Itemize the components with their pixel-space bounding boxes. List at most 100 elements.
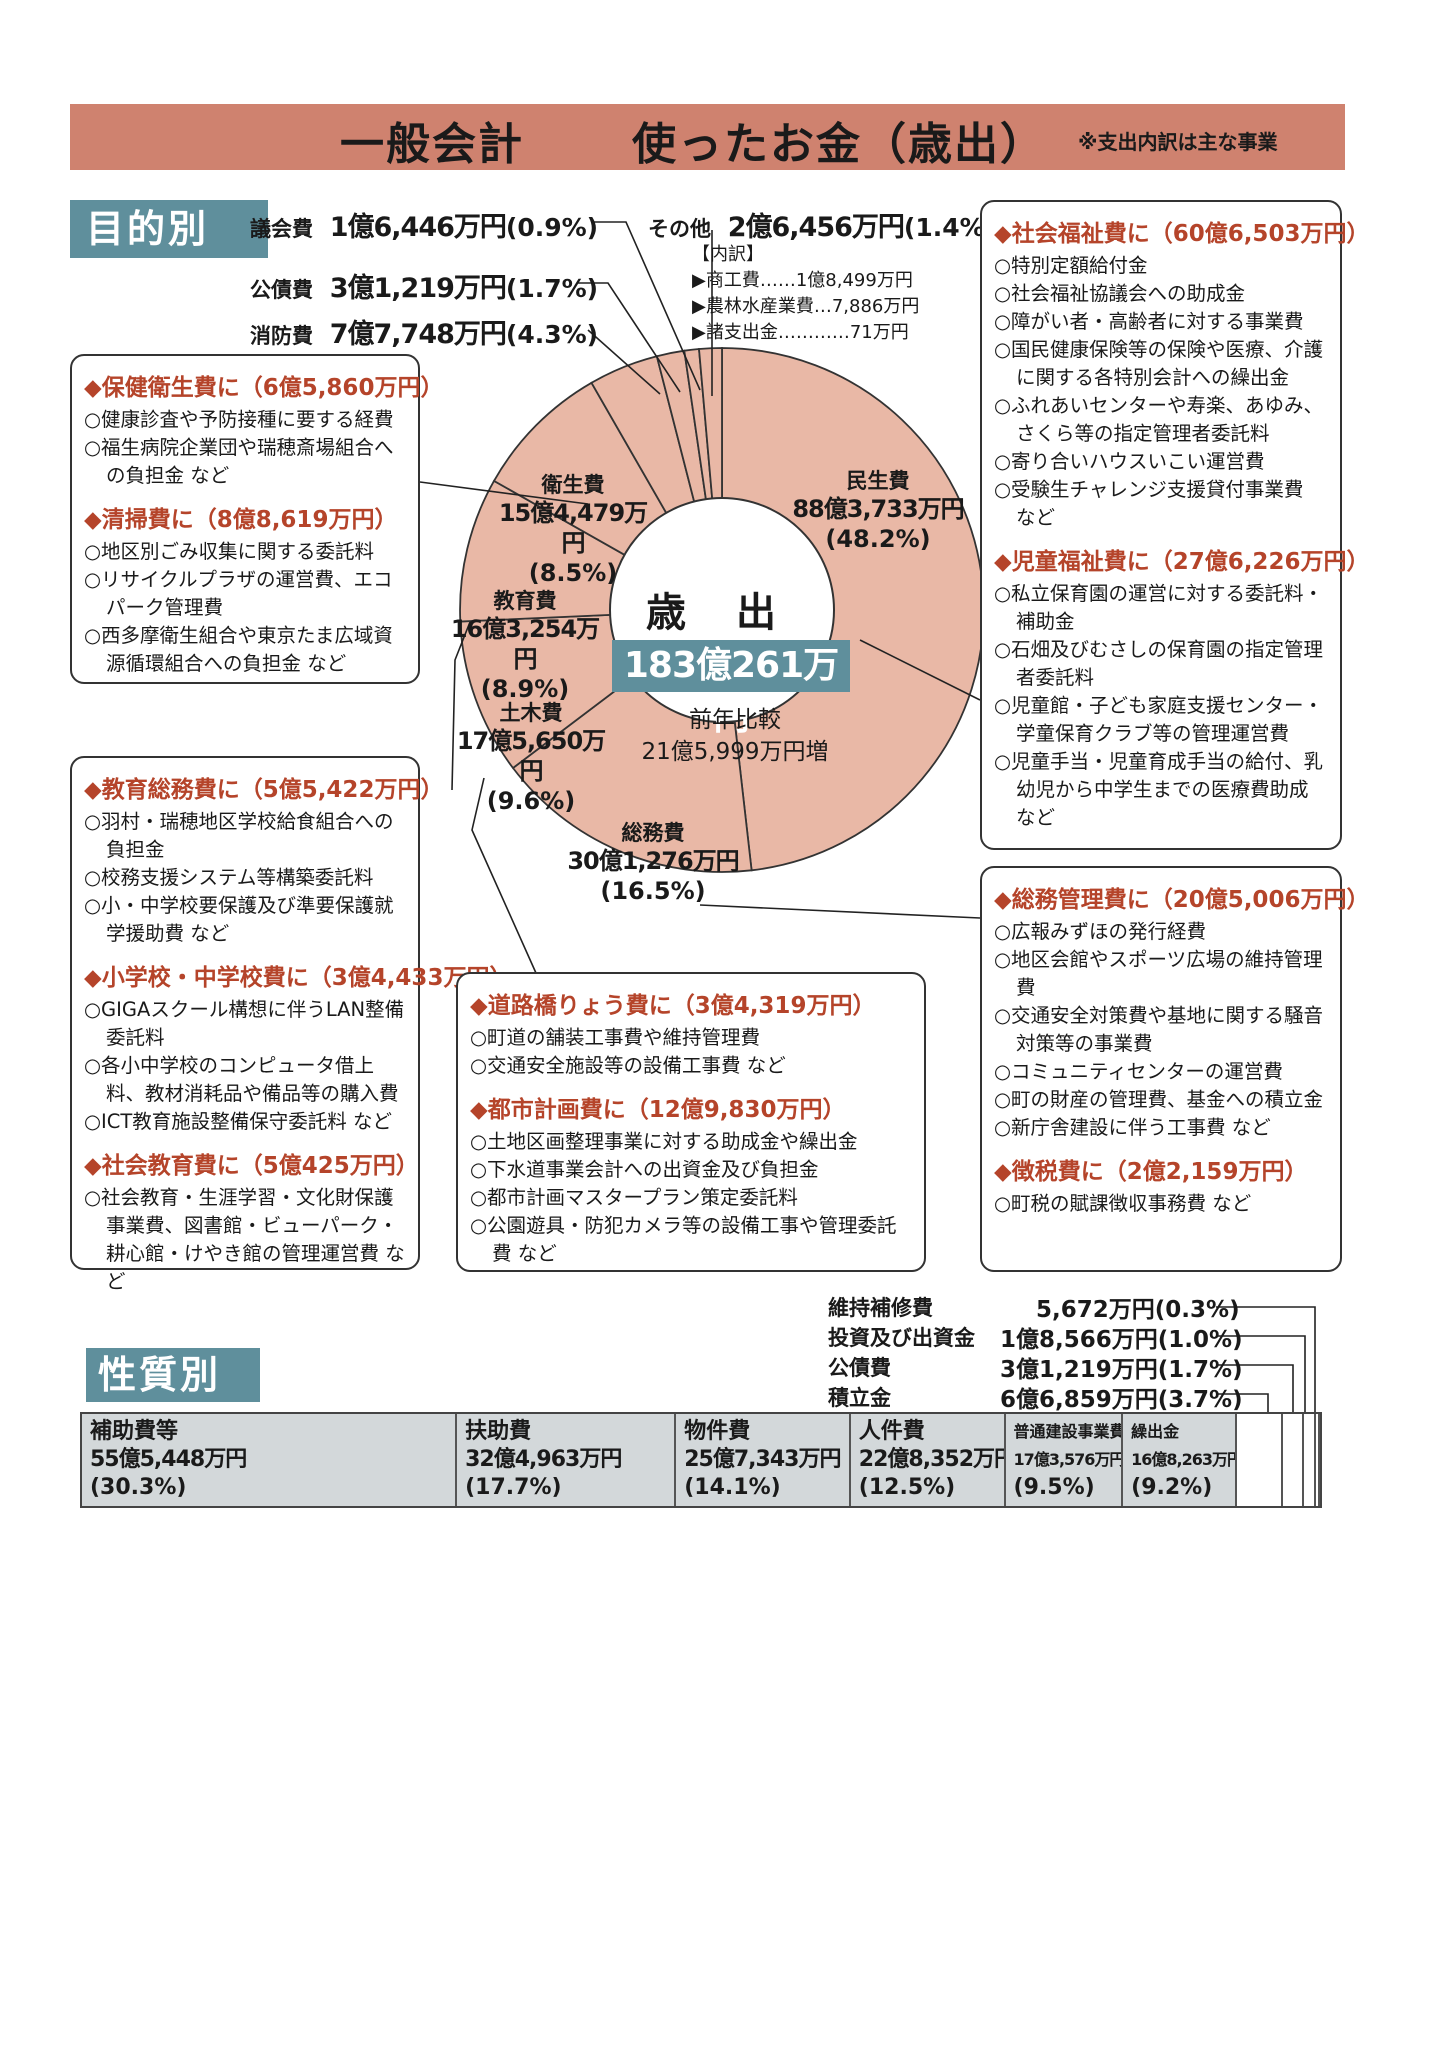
segment-name: 繰出金 [1131, 1422, 1180, 1441]
box-item: ○交通安全対策費や基地に関する騒音対策等の事業費 [994, 1004, 1324, 1055]
doboku-value: 17億5,650万円 [456, 727, 606, 786]
box-item: ○リサイクルプラザの運営費、エコパーク管理費 [84, 568, 393, 619]
gikai-name: 議会費 [250, 217, 313, 241]
leader-kosai [578, 282, 681, 393]
sonota-breakdown: 【内訳】 ▶商工費……1億8,499万円 ▶農林水産業費…7,886万円 ▶諸支… [692, 242, 919, 346]
box-item: ○都市計画マスタープラン策定委託料 [470, 1186, 798, 1209]
box-item: ○コミュニティセンターの運営費 [994, 1060, 1283, 1083]
doboku-pct: (9.6%) [486, 787, 576, 816]
page-title-general-account: 一般会計 [340, 119, 524, 170]
box-item: ○寄り合いハウスいこい運営費 [994, 450, 1265, 473]
banner-note: ※支出内訳は主な事業 [1078, 130, 1278, 154]
center-compare-label: 前年比較 [689, 707, 781, 733]
pie-label-doboku: 土木費 17億5,650万円 (9.6%) [446, 700, 616, 816]
gikai-pct: (0.9%) [505, 213, 599, 242]
segment-amount: 25億7,343万円 [684, 1447, 841, 1472]
box-item: ○町の財産の管理費、基金への積立金 [994, 1088, 1324, 1111]
page-title-expenditure: 使ったお金（歳出） [632, 119, 1046, 170]
leader-minsei [859, 639, 981, 701]
leader-soumu [699, 904, 981, 919]
box-item: ○校務支援システム等構築委託料 [84, 866, 374, 889]
segment-pct: (12.5%) [858, 1475, 956, 1500]
box-heading: ◆道路橋りょう費に（3億4,319万円） [470, 993, 876, 1019]
box-item: ○地区別ごみ収集に関する委託料 [84, 540, 375, 563]
leader-shobo [587, 329, 661, 395]
leader-doboku [471, 777, 541, 983]
sonota-name: その他 [648, 217, 711, 241]
leader-eisei [419, 481, 589, 505]
iji-pct: (0.3%) [1154, 1297, 1240, 1323]
segment-amount: 22億8,352万円 [858, 1447, 1006, 1472]
segment-name: 補助費等 [90, 1419, 179, 1444]
nature-small-iji-value: 5,672万円(0.3%) [1036, 1290, 1240, 1324]
kosai-value: 3億1,219万円 [329, 273, 507, 304]
tsumitate-name: 積立金 [828, 1386, 891, 1410]
kosai-item: 公債費 3億1,219万円(1.7%) [250, 266, 598, 305]
box-heading: ◆清掃費に（8億8,619万円） [84, 507, 398, 533]
nature-segment-small-9 [1316, 1414, 1320, 1506]
box-heading: ◆小学校・中学校費に（3億4,433万円） [84, 965, 513, 991]
center-compare-value: 21億5,999万円増 [641, 739, 829, 765]
box-item: ○町税の賦課徴収事務費 など [994, 1192, 1252, 1215]
segment-amount: 17億3,576万円 [1013, 1450, 1124, 1469]
box-heading: ◆総務管理費に（20億5,006万円） [994, 887, 1370, 913]
segment-pct: (9.2%) [1131, 1475, 1213, 1500]
box-item: ○新庁舎建設に伴う工事費 など [994, 1116, 1271, 1139]
box-heading: ◆児童福祉費に（27億6,226万円） [994, 549, 1370, 575]
segment-pct: (17.7%) [465, 1475, 562, 1500]
box-item: ○地区会館やスポーツ広場の維持管理費 [994, 948, 1323, 999]
box-item: ○下水道事業会計への出資金及び負担金 [470, 1158, 819, 1181]
shobo-item: 消防費 7億7,748万円(4.3%) [250, 312, 598, 351]
gikai-item: 議会費 1億6,446万円(0.9%) [250, 205, 598, 244]
leader-iji [1216, 1306, 1316, 1412]
sonota-breakdown-item: ▶諸支出金…………71万円 [692, 322, 909, 343]
shobo-pct: (4.3%) [505, 320, 599, 349]
leader-kosai2 [1216, 1364, 1294, 1412]
center-title: 歳 出 [646, 590, 794, 636]
box-item: ○国民健康保険等の保険や医療、介護に関する各特別会計への繰出金 [994, 338, 1324, 389]
leader-toshi [1216, 1335, 1306, 1412]
segment-amount: 16億8,263万円 [1131, 1450, 1238, 1469]
leader-tsumitate [1216, 1393, 1269, 1412]
box-heading: ◆都市計画費に（12億9,830万円） [470, 1097, 846, 1123]
toshi-value: 1億8,566万円 [1000, 1327, 1158, 1353]
kyoiku-detail-box: ◆教育総務費に（5億5,422万円）○羽村・瑞穂地区学校給食組合への負担金○校務… [70, 756, 513, 1293]
box-item: ○特別定額給付金 [994, 254, 1148, 277]
pie-label-eisei: 衛生費 15億4,479万円 (8.5%) [488, 472, 658, 588]
title-banner [70, 104, 1345, 170]
leader-kyoiku [451, 621, 471, 791]
box-item: ○公園遊具・防犯カメラ等の設備工事や管理委託費 など [470, 1214, 897, 1265]
nature-segment-small-6 [1237, 1414, 1283, 1506]
sonota-breakdown-title: 【内訳】 [692, 244, 764, 265]
nature-small-kosai-value: 3億1,219万円(1.7%) [1000, 1350, 1243, 1384]
box-item: ○羽村・瑞穂地区学校給食組合への負担金 [84, 810, 394, 861]
kyoiku-value: 16億3,254万円 [450, 615, 600, 674]
kyoiku-pct: (8.9%) [480, 675, 570, 704]
soumu-detail-box: ◆総務管理費に（20億5,006万円） ○広報みずほの発行経費 ○地区会館やスポーツ… [980, 866, 1370, 1272]
gikai-value: 1億6,446万円 [329, 212, 507, 243]
box-item: ○ふれあいセンターや寿楽、あゆみ、さくら等の指定管理者委託料 [994, 394, 1324, 445]
tsumitate-value: 6億6,859万円 [1000, 1387, 1158, 1413]
box-heading: ◆保健衛生費に（6億5,860万円） [84, 375, 444, 401]
shobo-value: 7億7,748万円 [329, 319, 507, 350]
box-item: ○ICT教育施設整備保守委託料 など [84, 1110, 392, 1133]
box-item: ○GIGAスクール構想に伴うLAN整備委託料 [84, 998, 405, 1049]
nature-small-tsumitate-value: 6億6,859万円(3.7%) [1000, 1380, 1243, 1414]
box-item: ○広報みずほの発行経費 [994, 920, 1207, 943]
hoken-detail-box: ◆保健衛生費に（6億5,860万円）○健康診査や予防接種に要する経費○福生病院企… [70, 354, 444, 684]
minsei-pct: (48.2%) [825, 525, 931, 554]
nature-small-iji: 維持補修費 [828, 1292, 933, 1322]
kosai2-pct: (1.7%) [1157, 1357, 1243, 1383]
shobo-name: 消防費 [250, 324, 313, 348]
minsei-detail-box: ◆社会福祉費に（60億6,503万円）○特別定額給付金○社会福祉協議会への助成金… [980, 200, 1370, 850]
iji-value: 5,672万円 [1036, 1297, 1155, 1323]
nature-small-toshi-value: 1億8,566万円(1.0%) [1000, 1320, 1243, 1354]
purpose-section-tag: 目的別 [70, 200, 268, 258]
nature-section-tag: 性質別 [86, 1348, 260, 1402]
eisei-pct: (8.5%) [528, 559, 618, 588]
